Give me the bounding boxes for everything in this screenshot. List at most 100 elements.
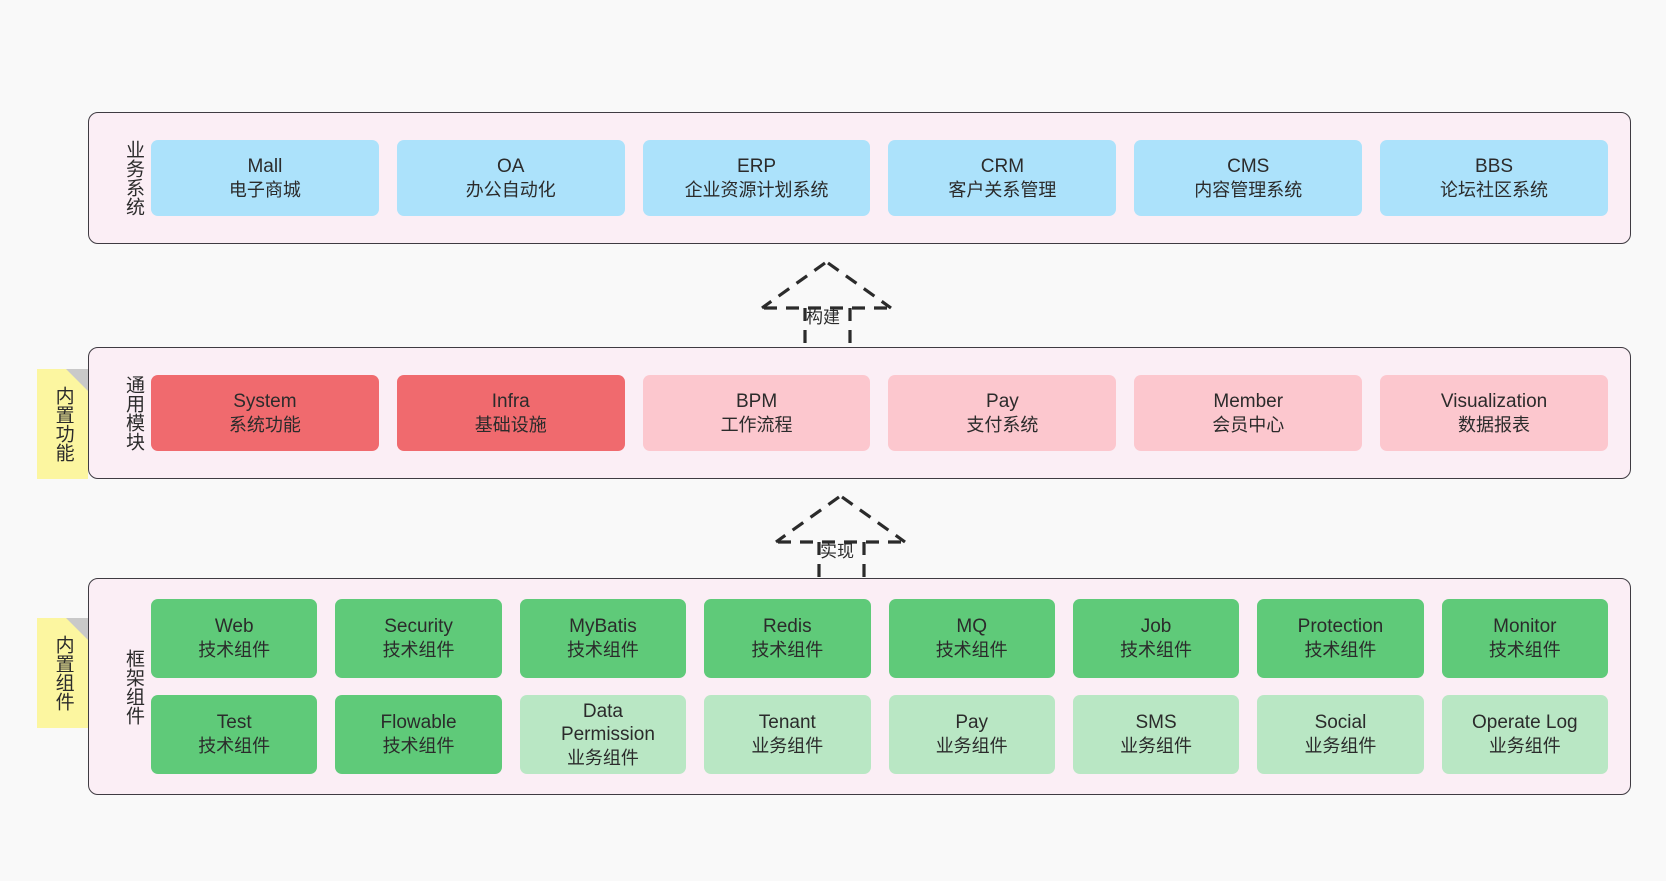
card-subtitle: 系统功能 [228, 414, 301, 435]
card-subtitle: 技术组件 [1304, 640, 1377, 661]
arrowhead-left-edge [775, 495, 840, 544]
card-title: ERP [737, 155, 777, 177]
card-pay-module[interactable]: Pay 支付系统 [888, 375, 1117, 451]
card-title: OA [497, 155, 525, 177]
connector-implement: 实现 [771, 494, 917, 580]
card-row: System 系统功能 Infra 基础设施 BPM 工作流程 Pay 支付系统… [151, 375, 1608, 451]
card-oa[interactable]: OA 办公自动化 [396, 140, 625, 216]
card-system[interactable]: System 系统功能 [151, 375, 379, 451]
card-web[interactable]: Web 技术组件 [151, 599, 318, 678]
card-bpm[interactable]: BPM 工作流程 [642, 375, 871, 451]
card-subtitle: 技术组件 [382, 640, 455, 661]
layer-framework-component[interactable]: 框架组件 Web 技术组件 Security 技术组件 MyBatis 技术组件… [88, 578, 1631, 795]
card-title: Pay [955, 712, 989, 734]
card-row: Mall 电子商城 OA 办公自动化 ERP 企业资源计划系统 CRM 客户关系… [151, 140, 1608, 216]
layer-title-common-module: 通用模块 [123, 375, 144, 451]
folded-corner-icon [66, 369, 88, 391]
layer-title-framework-component: 框架组件 [123, 648, 144, 725]
card-protection[interactable]: Protection 技术组件 [1257, 599, 1424, 678]
card-mybatis[interactable]: MyBatis 技术组件 [519, 599, 687, 678]
layer-business-system[interactable]: 业务系统 Mall 电子商城 OA 办公自动化 ERP 企业资源计划系统 CRM… [88, 112, 1631, 244]
card-data-permission[interactable]: Data Permission 业务组件 [519, 695, 687, 774]
card-subtitle: 企业资源计划系统 [684, 179, 829, 200]
card-monitor[interactable]: Monitor 技术组件 [1441, 599, 1608, 678]
arrowhead-right-edge [841, 495, 906, 544]
card-title: SMS [1135, 712, 1177, 734]
card-title: BPM [735, 390, 778, 412]
card-subtitle: 工作流程 [720, 414, 793, 435]
card-grid-common-module: System 系统功能 Infra 基础设施 BPM 工作流程 Pay 支付系统… [143, 375, 1630, 451]
card-subtitle: 技术组件 [566, 640, 639, 661]
card-title: Social [1314, 712, 1367, 734]
card-test[interactable]: Test 技术组件 [151, 695, 318, 774]
card-title: Operate Log [1471, 712, 1578, 734]
card-visualization[interactable]: Visualization 数据报表 [1380, 375, 1608, 451]
card-subtitle: 技术组件 [935, 640, 1008, 661]
sticky-note-label: 内置功能 [52, 386, 74, 462]
card-title: CRM [980, 155, 1025, 177]
card-grid-business-system: Mall 电子商城 OA 办公自动化 ERP 企业资源计划系统 CRM 客户关系… [143, 140, 1630, 216]
card-row: Test 技术组件 Flowable 技术组件 Data Permission … [151, 695, 1608, 774]
card-erp[interactable]: ERP 企业资源计划系统 [642, 140, 871, 216]
connector-build: 构建 [757, 260, 903, 346]
card-cms[interactable]: CMS 内容管理系统 [1134, 140, 1363, 216]
card-subtitle: 技术组件 [382, 736, 455, 757]
card-title: System [233, 390, 297, 412]
card-job[interactable]: Job 技术组件 [1072, 599, 1240, 678]
card-title: Pay [986, 390, 1019, 412]
folded-corner-icon [66, 618, 88, 640]
card-title: Flowable [380, 712, 457, 734]
card-subtitle: 业务组件 [751, 736, 824, 757]
card-subtitle: 电子商城 [228, 179, 301, 200]
card-crm[interactable]: CRM 客户关系管理 [888, 140, 1117, 216]
card-pay-component[interactable]: Pay 业务组件 [888, 695, 1055, 774]
card-subtitle: 技术组件 [751, 640, 824, 661]
card-title: Protection [1297, 616, 1384, 638]
card-operate-log[interactable]: Operate Log 业务组件 [1441, 695, 1608, 774]
connector-label-implement: 实现 [820, 542, 854, 561]
card-title: MQ [956, 616, 987, 638]
card-title: Infra [491, 390, 530, 412]
card-redis[interactable]: Redis 技术组件 [704, 599, 871, 678]
card-subtitle: 办公自动化 [465, 179, 556, 200]
card-title: Test [216, 712, 252, 734]
card-title: Mall [247, 155, 283, 177]
card-subtitle: 论坛社区系统 [1440, 179, 1549, 200]
arrowhead-right-edge [827, 261, 892, 310]
card-subtitle: 业务组件 [935, 736, 1008, 757]
sticky-note-builtin-components: 内置组件 [37, 618, 88, 728]
card-subtitle: 业务组件 [1120, 736, 1193, 757]
card-title: Web [214, 616, 254, 638]
card-subtitle: 内容管理系统 [1194, 179, 1303, 200]
card-subtitle: 技术组件 [198, 640, 271, 661]
layer-title-business-system: 业务系统 [123, 140, 144, 216]
connector-label-build: 构建 [806, 308, 840, 327]
card-title: Job [1140, 616, 1172, 638]
card-title: Security [384, 616, 453, 638]
card-bbs[interactable]: BBS 论坛社区系统 [1380, 140, 1608, 216]
card-title: MyBatis [569, 616, 637, 638]
card-security[interactable]: Security 技术组件 [335, 599, 502, 678]
card-subtitle: 会员中心 [1212, 414, 1285, 435]
card-subtitle: 客户关系管理 [948, 179, 1057, 200]
card-subtitle: 技术组件 [198, 736, 271, 757]
card-infra[interactable]: Infra 基础设施 [396, 375, 625, 451]
card-mall[interactable]: Mall 电子商城 [151, 140, 379, 216]
card-flowable[interactable]: Flowable 技术组件 [335, 695, 502, 774]
card-tenant[interactable]: Tenant 业务组件 [704, 695, 871, 774]
card-title: Visualization [1440, 390, 1548, 412]
card-social[interactable]: Social 业务组件 [1257, 695, 1424, 774]
layer-common-module[interactable]: 通用模块 System 系统功能 Infra 基础设施 BPM 工作流程 Pay… [88, 347, 1631, 479]
card-title: Data Permission [560, 700, 655, 746]
card-subtitle: 技术组件 [1488, 640, 1561, 661]
card-sms[interactable]: SMS 业务组件 [1072, 695, 1240, 774]
card-member[interactable]: Member 会员中心 [1134, 375, 1363, 451]
card-mq[interactable]: MQ 技术组件 [888, 599, 1055, 678]
card-title: BBS [1475, 155, 1514, 177]
card-title: Tenant [758, 712, 816, 734]
card-title: Redis [763, 616, 812, 638]
card-subtitle: 技术组件 [1120, 640, 1193, 661]
card-title: Member [1213, 390, 1284, 412]
card-subtitle: 基础设施 [474, 414, 547, 435]
card-subtitle: 业务组件 [1304, 736, 1377, 757]
